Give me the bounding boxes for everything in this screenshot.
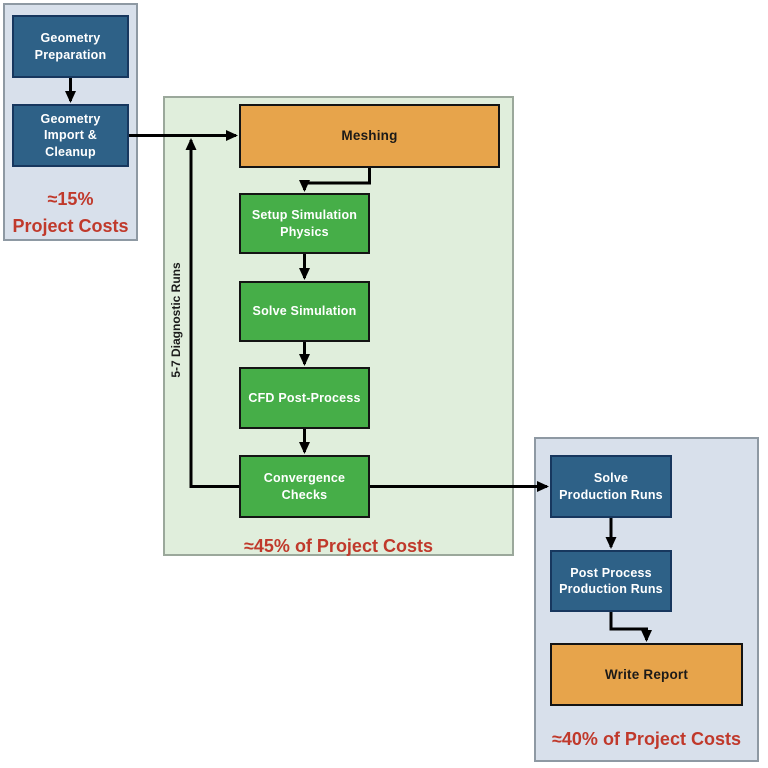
node-write-report: Write Report bbox=[550, 643, 743, 706]
cost-label-geometry: ≈15% Project Costs bbox=[12, 189, 129, 236]
node-cfd-post-process: CFD Post-Process bbox=[239, 367, 370, 429]
node-post-process-production-runs: Post Process Production Runs bbox=[550, 550, 672, 612]
node-setup-simulation-physics: Setup Simulation Physics bbox=[239, 193, 370, 254]
cost-label-production: ≈40% of Project Costs bbox=[552, 729, 741, 749]
diagnostic-loop-label: 5-7 Diagnostic Runs bbox=[169, 262, 183, 378]
node-solve-production-runs: Solve Production Runs bbox=[550, 455, 672, 518]
node-geometry-preparation: Geometry Preparation bbox=[12, 15, 129, 78]
node-meshing: Meshing bbox=[239, 104, 500, 168]
cost-label-diagnostic: ≈45% of Project Costs bbox=[244, 536, 433, 556]
node-solve-simulation: Solve Simulation bbox=[239, 281, 370, 342]
node-geometry-import-cleanup: Geometry Import & Cleanup bbox=[12, 104, 129, 167]
node-convergence-checks: Convergence Checks bbox=[239, 455, 370, 518]
